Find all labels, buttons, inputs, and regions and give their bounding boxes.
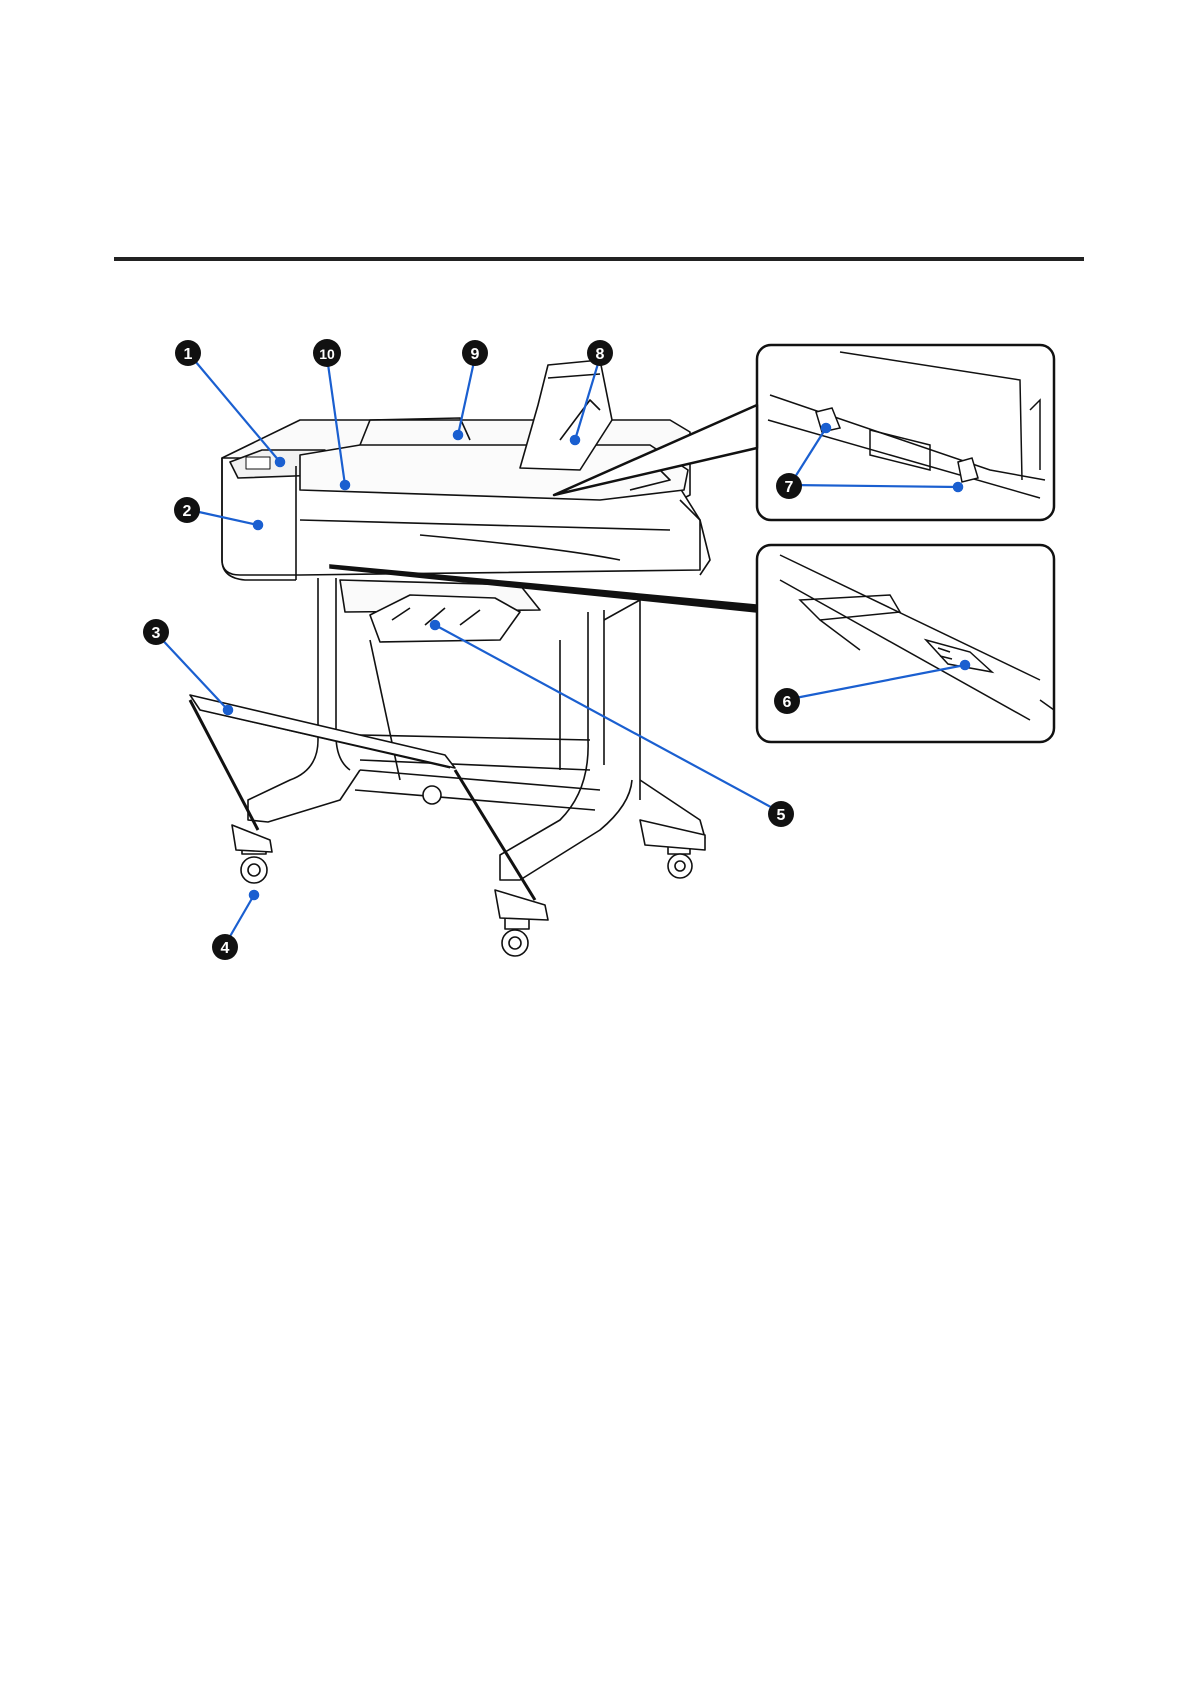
printer-parts-diagram: 1 2 3 4 5 6 7 8 9 10 (0, 0, 1190, 1000)
callout-badge-3: 3 (143, 619, 169, 645)
callout-number: 4 (221, 940, 230, 957)
inset-edge-guides (757, 345, 1054, 520)
callout-number: 1 (184, 346, 193, 363)
callout-number: 8 (596, 346, 605, 363)
inset-cutter (757, 545, 1054, 742)
callout-number: 10 (319, 346, 335, 362)
paper-basket-frame (190, 695, 455, 768)
callout-number: 5 (777, 807, 786, 824)
callout-number: 9 (471, 346, 480, 363)
callout-number: 6 (783, 694, 792, 711)
callout-number: 7 (785, 479, 794, 496)
callout-badge-1: 1 (175, 340, 201, 366)
callout-badge-9: 9 (462, 340, 488, 366)
callout-badge-6: 6 (774, 688, 800, 714)
callout-number: 2 (183, 503, 192, 520)
callout-badge-7: 7 (776, 473, 802, 499)
callout-badge-8: 8 (587, 340, 613, 366)
caster-rear-left (423, 786, 441, 804)
caster-front-right (502, 915, 529, 956)
callout-badge-10: 10 (313, 339, 341, 367)
callout-number: 3 (152, 625, 161, 642)
callout-badge-4: 4 (212, 934, 238, 960)
callout-badge-5: 5 (768, 801, 794, 827)
callout-badge-2: 2 (174, 497, 200, 523)
